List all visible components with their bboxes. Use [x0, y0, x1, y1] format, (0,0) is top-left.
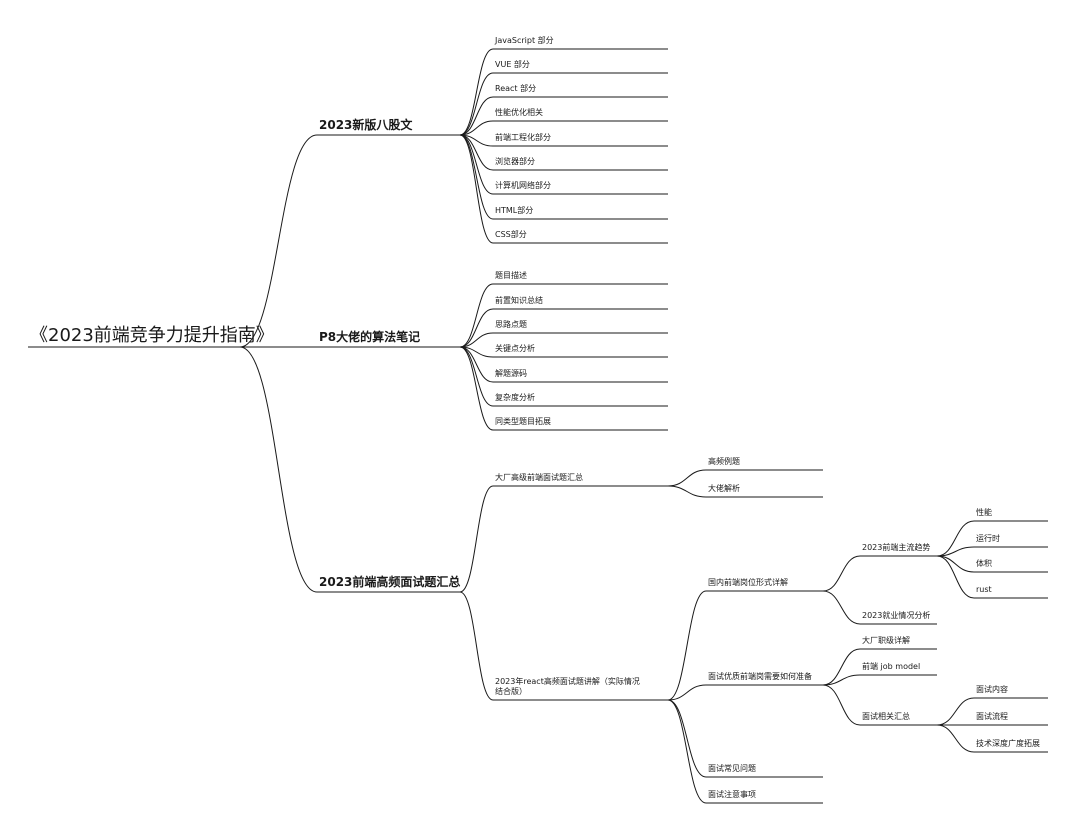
edge-2-1-0-0-2	[936, 555, 975, 573]
edge-2-1-0-0-1	[936, 546, 975, 557]
node-1-4-label: 解题源码	[495, 368, 527, 378]
edge-0-0	[459, 48, 494, 136]
edge-2-1-3	[667, 699, 707, 804]
edge-2-1-0	[667, 590, 707, 701]
edge-2-1-1	[667, 684, 707, 701]
edge-2-1-0-1	[822, 590, 861, 625]
node-1-1-label: 前置知识总结	[495, 295, 543, 305]
node-0-6-label: 计算机网络部分	[495, 180, 551, 190]
edge-1-2	[459, 332, 494, 348]
node-2-1-label: 2023年react高频面试题讲解（实际情况结合版）	[495, 676, 640, 696]
node-2-0-0-label: 高频例题	[708, 456, 740, 466]
edge-2-1-1-0	[822, 648, 861, 686]
node-2-1-0-0-1-label: 运行时	[976, 533, 1000, 543]
edge-2-1-0-0-0	[936, 520, 975, 557]
edge-0-8	[459, 134, 494, 244]
node-0-4-label: 前端工程化部分	[495, 132, 551, 142]
node-2-1-0-1-label: 2023就业情况分析	[862, 610, 930, 620]
node-2-label: 2023前端高频面试题汇总	[319, 574, 460, 589]
node-2-1-1-2-label: 面试相关汇总	[862, 711, 910, 721]
node-1-6-label: 同类型题目拓展	[495, 416, 551, 426]
node-1-5-label: 复杂度分析	[495, 392, 535, 402]
node-0-1-label: VUE 部分	[495, 59, 530, 69]
node-2-1-2-label: 面试常见问题	[708, 763, 756, 773]
node-0-label: 2023新版八股文	[319, 117, 413, 132]
node-2-1-1-2-0-label: 面试内容	[976, 684, 1008, 694]
node-2-1-1-1-label: 前端 job model	[862, 661, 920, 671]
mindmap-nodes: 《2023前端竞争力提升指南》 2023新版八股文 JavaScript 部分 VUE…	[30, 35, 1040, 799]
edge-0-7	[459, 134, 494, 220]
edge-2-1	[459, 591, 494, 701]
edge-2-0	[459, 485, 494, 593]
edge-1-0	[459, 283, 494, 348]
node-2-1-1-label: 面试优质前端岗需要如何准备	[708, 671, 812, 681]
edge-2	[239, 346, 318, 593]
edge-2-1-1-2-0	[936, 697, 975, 726]
edge-0-3	[459, 120, 494, 136]
node-0-0-label: JavaScript 部分	[494, 35, 554, 45]
edge-2-1-0-0	[822, 555, 861, 592]
node-1-3-label: 关键点分析	[495, 343, 535, 353]
node-0-3-label: 性能优化相关	[495, 107, 543, 117]
edge-2-0-0	[667, 469, 707, 487]
node-0-5-label: 浏览器部分	[495, 156, 535, 166]
edge-2-1-1-1	[822, 674, 861, 686]
edge-2-1-0-0-3	[936, 555, 975, 599]
node-2-1-3-label: 面试注意事项	[708, 789, 756, 799]
edge-2-1-1-2-2	[936, 724, 975, 753]
node-2-1-0-0-label: 2023前端主流趋势	[862, 542, 930, 552]
edge-0	[239, 134, 318, 348]
edge-0-2	[459, 96, 494, 136]
node-2-1-0-0-3-label: rust	[976, 585, 992, 594]
node-2-1-1-2-2-label: 技术深度广度拓展	[976, 738, 1040, 748]
node-2-0-1-label: 大佬解析	[708, 483, 740, 493]
edge-2-1-1-2	[822, 684, 861, 726]
edge-2-0-1	[667, 485, 707, 498]
node-2-1-1-2-1-label: 面试流程	[976, 711, 1008, 721]
node-1-0-label: 题目描述	[495, 270, 527, 280]
root-node-label: 《2023前端竞争力提升指南》	[30, 325, 274, 346]
edge-1-1	[459, 308, 494, 348]
edge-2-1-2	[667, 699, 707, 778]
node-2-1-0-label: 国内前端岗位形式详解	[708, 577, 788, 587]
node-0-7-label: HTML部分	[495, 205, 533, 215]
edge-1-6	[459, 346, 494, 431]
edge-1-5	[459, 346, 494, 407]
node-0-2-label: React 部分	[495, 83, 536, 93]
node-1-label: P8大佬的算法笔记	[319, 329, 420, 344]
node-2-0-label: 大厂高级前端面试题汇总	[495, 472, 583, 482]
node-2-1-1-0-label: 大厂职级详解	[862, 635, 910, 645]
node-1-2-label: 思路点题	[495, 319, 527, 329]
node-2-1-0-0-2-label: 体积	[976, 558, 992, 568]
node-0-8-label: CSS部分	[495, 229, 527, 239]
mindmap-edges	[28, 48, 1048, 804]
node-2-1-0-0-0-label: 性能	[976, 507, 992, 517]
edge-0-6	[459, 134, 494, 195]
edge-0-1	[459, 72, 494, 136]
